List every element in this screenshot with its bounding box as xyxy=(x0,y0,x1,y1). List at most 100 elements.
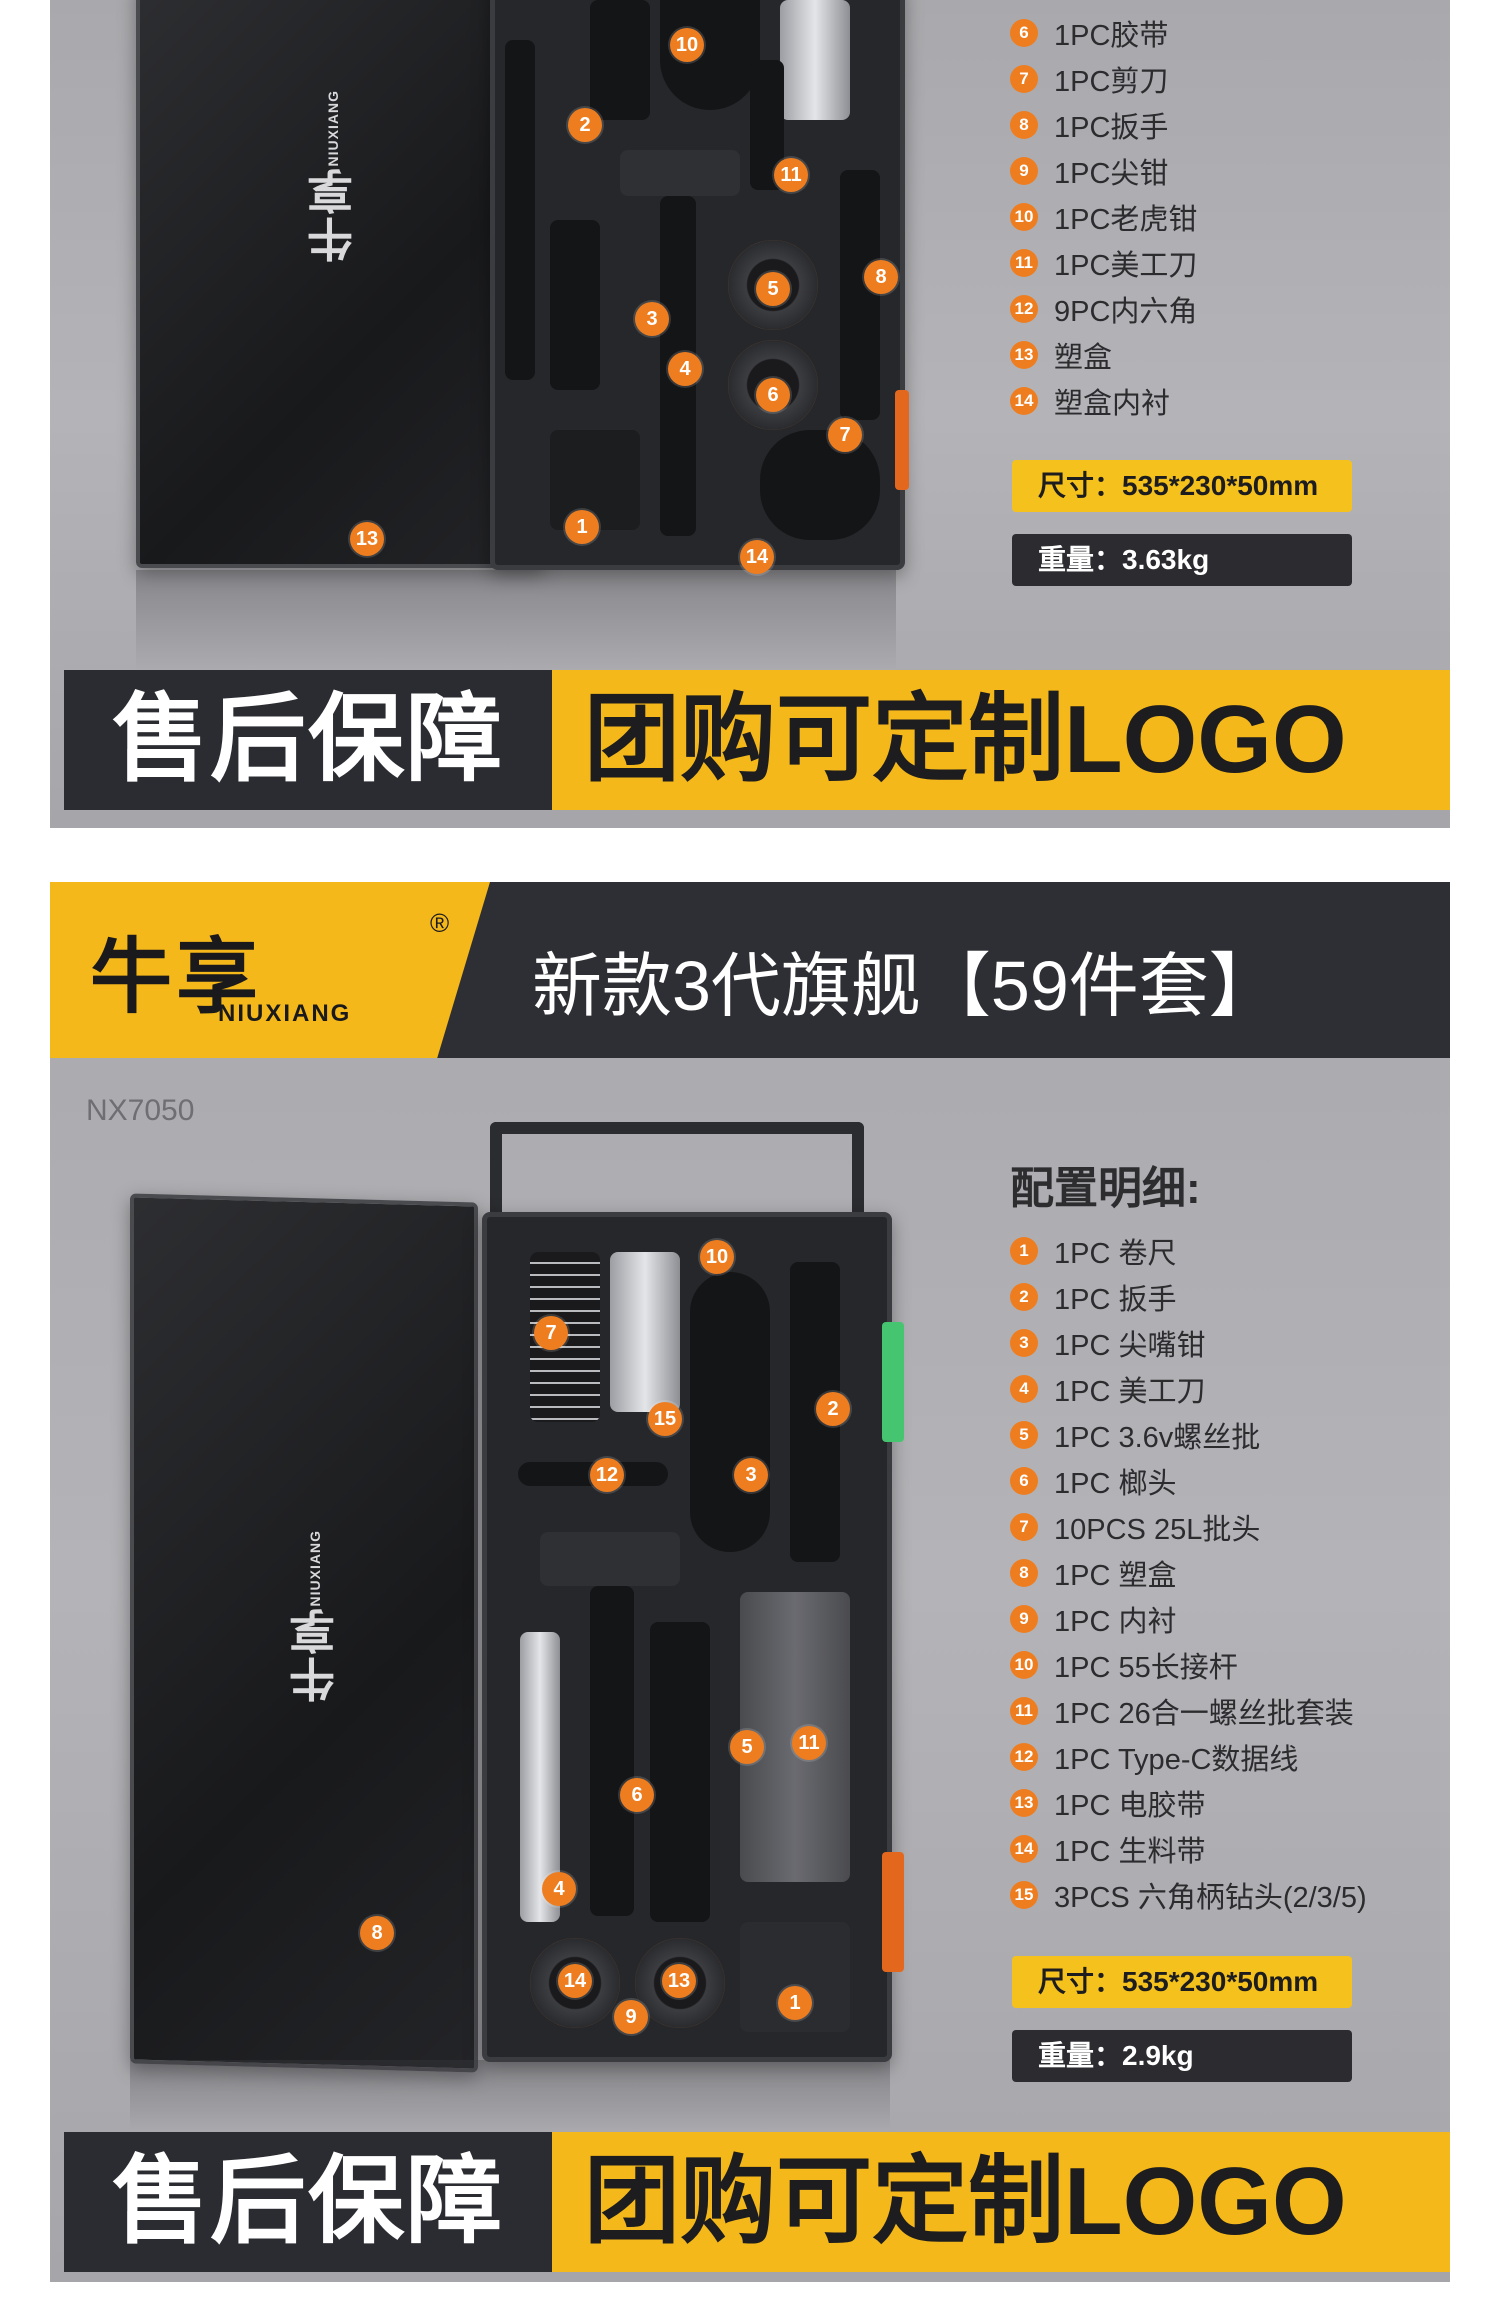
toolbox-reflection xyxy=(136,570,896,670)
list-item: 8 1PC扳手 xyxy=(1010,102,1440,148)
config-title: 配置明细: xyxy=(1010,1164,1201,1213)
list-item: 13 1PC 电胶带 xyxy=(1010,1780,1440,1826)
item-number: 13 xyxy=(1010,1789,1038,1817)
callout-10: 10 xyxy=(670,28,704,62)
product-header: 牛享 NIUXIANG ® 新款3代旗舰【59件套】 xyxy=(50,882,1450,1058)
item-text: 10PCS 25L批头 xyxy=(1054,1514,1261,1546)
callout-5: 5 xyxy=(730,1730,764,1764)
list-item: 11 1PC美工刀 xyxy=(1010,240,1440,286)
item-text: 1PC 电胶带 xyxy=(1054,1790,1206,1822)
item-text: 1PC 尖嘴钳 xyxy=(1054,1330,1206,1362)
pliers-tool xyxy=(590,0,650,120)
custom-logo-label: 团购可定制LOGO xyxy=(552,2132,1450,2272)
item-text: 1PC美工刀 xyxy=(1054,250,1198,282)
item-number: 11 xyxy=(1010,1697,1038,1725)
weight-badge: 重量：3.63kg xyxy=(1012,534,1352,586)
callout-14: 14 xyxy=(558,1964,592,1998)
lid-brand-logo: 牛享NIUXIANG xyxy=(307,90,359,263)
item-text: 1PC 美工刀 xyxy=(1054,1376,1206,1408)
after-sales-label: 售后保障 xyxy=(64,670,552,810)
item-number: 6 xyxy=(1010,1467,1038,1495)
item-text: 1PC 内衬 xyxy=(1054,1606,1177,1638)
item-number: 14 xyxy=(1010,1835,1038,1863)
list-item: 11 1PC 26合一螺丝批套装 xyxy=(1010,1688,1440,1734)
weight-badge: 重量：2.9kg xyxy=(1012,2030,1352,2082)
service-banner: 售后保障 团购可定制LOGO xyxy=(64,670,1450,810)
item-text: 塑盒内衬 xyxy=(1054,388,1171,420)
callout-1: 1 xyxy=(565,510,599,544)
callout-7: 7 xyxy=(828,418,862,452)
item-number: 9 xyxy=(1010,157,1038,185)
item-text: 1PC胶带 xyxy=(1054,20,1169,52)
brand-logo-block: 牛享 NIUXIANG ® xyxy=(50,882,490,1058)
toolbox-lid xyxy=(136,0,544,568)
item-text: 1PC 26合一螺丝批套装 xyxy=(1054,1698,1354,1730)
list-item: 10 1PC 55长接杆 xyxy=(1010,1642,1440,1688)
custom-logo-label: 团购可定制LOGO xyxy=(552,670,1450,810)
item-number: 7 xyxy=(1010,1513,1038,1541)
hex-keys-tool xyxy=(780,0,850,120)
wrench-tool xyxy=(840,170,880,420)
item-text: 1PC 55长接杆 xyxy=(1054,1652,1238,1684)
item-number: 6 xyxy=(1010,19,1038,47)
side-clip-orange xyxy=(882,1852,904,1972)
callout-12: 12 xyxy=(590,1458,624,1492)
item-number: 1 xyxy=(1010,1237,1038,1265)
item-text: 1PC扳手 xyxy=(1054,112,1169,144)
brand-sub: NIUXIANG xyxy=(218,1000,352,1027)
tape-measure-tool xyxy=(550,430,640,530)
product-title: 新款3代旗舰【59件套】 xyxy=(532,947,1279,1025)
electric-screwdriver-tool xyxy=(650,1622,710,1922)
product-panel-2: 牛享 NIUXIANG ® 新款3代旗舰【59件套】 NX7050 牛享NIUX… xyxy=(50,882,1450,2282)
item-text: 1PC剪刀 xyxy=(1054,66,1169,98)
pliers-tool xyxy=(690,1272,770,1552)
callout-7: 7 xyxy=(534,1316,568,1350)
callout-11: 11 xyxy=(792,1726,826,1760)
drill-bits-tool xyxy=(610,1252,680,1412)
callout-3: 3 xyxy=(635,302,669,336)
product-panel-1: 牛享NIUXIANG 10 2 11 8 3 5 4 6 7 1 13 14 6… xyxy=(50,0,1450,828)
callout-6: 6 xyxy=(620,1778,654,1812)
callout-13: 13 xyxy=(350,522,384,556)
side-clip-green xyxy=(882,1322,904,1442)
hammer-head-tool xyxy=(540,1532,680,1586)
item-number: 4 xyxy=(1010,1375,1038,1403)
hammer-handle-tool xyxy=(590,1586,634,1916)
callout-3: 3 xyxy=(734,1458,768,1492)
item-text: 9PC内六角 xyxy=(1054,296,1198,328)
size-badge: 尺寸：535*230*50mm xyxy=(1012,1956,1352,2008)
callout-10: 10 xyxy=(700,1240,734,1274)
toolbox-handle xyxy=(490,1122,864,1234)
callout-1: 1 xyxy=(778,1986,812,2020)
list-item: 8 1PC 塑盒 xyxy=(1010,1550,1440,1596)
item-text: 1PC尖钳 xyxy=(1054,158,1169,190)
item-number: 13 xyxy=(1010,341,1038,369)
callout-13: 13 xyxy=(662,1964,696,1998)
item-text: 1PC 扳手 xyxy=(1054,1284,1177,1316)
after-sales-label: 售后保障 xyxy=(64,2132,552,2272)
item-number: 10 xyxy=(1010,1651,1038,1679)
item-text: 1PC Type-C数据线 xyxy=(1054,1744,1299,1776)
callout-4: 4 xyxy=(668,352,702,386)
side-clip-orange xyxy=(895,390,909,490)
item-number: 8 xyxy=(1010,1559,1038,1587)
item-text: 1PC老虎钳 xyxy=(1054,204,1198,236)
bit-holder-tool xyxy=(550,220,600,390)
toolbox-reflection xyxy=(130,2060,890,2130)
callout-5: 5 xyxy=(756,272,790,306)
list-item: 6 1PC胶带 xyxy=(1010,10,1440,56)
item-number: 7 xyxy=(1010,65,1038,93)
item-text: 1PC 塑盒 xyxy=(1054,1560,1177,1592)
item-number: 11 xyxy=(1010,249,1038,277)
item-number: 8 xyxy=(1010,111,1038,139)
item-number: 5 xyxy=(1010,1421,1038,1449)
callout-2: 2 xyxy=(568,108,602,142)
